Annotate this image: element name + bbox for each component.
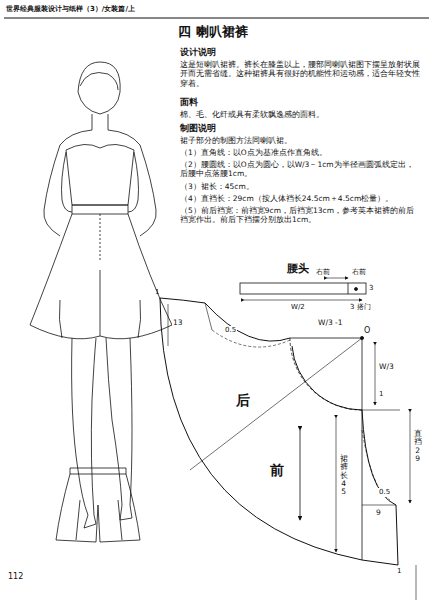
- dimension: W/3 -1: [318, 318, 343, 327]
- dimension: 0.5: [378, 488, 391, 497]
- dimension: 0.5: [224, 326, 237, 335]
- dimension: 1: [379, 390, 383, 399]
- dimension: 13: [172, 318, 184, 327]
- piece-name: 前: [270, 462, 284, 480]
- draft-text: 裙子部分的制图方法同喇叭裙。: [180, 136, 420, 145]
- dimension: W/3: [379, 362, 394, 371]
- dimension: 直裆29: [413, 430, 423, 463]
- running-header: 世界经典服装设计与纸样（3）/女装篇/上: [6, 5, 135, 14]
- dimension: 9: [376, 508, 381, 517]
- page-number: 112: [8, 572, 23, 582]
- draft-step: （3）裙长：45cm。: [180, 182, 420, 191]
- dimension: W/2: [290, 303, 306, 312]
- band-label: 右前: [352, 268, 366, 277]
- piece-name: 后: [236, 392, 250, 410]
- section-heading: 制图说明: [180, 123, 216, 134]
- point-label: O: [364, 326, 370, 336]
- page-title: 四 喇叭裙裤: [178, 24, 248, 40]
- draft-step: （5）前后裆宽：前裆宽9cm，后裆宽13cm，参考英本裙裤的前后裆宽作出。前后下…: [180, 206, 420, 225]
- band-label: 右前: [316, 268, 330, 277]
- design-text: 这是短喇叭裙裤。裤长在膝盖以上，腰部同喇叭裙图下摆呈放射状展开而无需省缝。这种裙…: [180, 60, 420, 88]
- part-name: 腰头: [287, 262, 309, 276]
- draft-step: （1）直角线：以O点为基准点作直角线。: [180, 148, 420, 157]
- dimension: 裙裤长45: [339, 455, 349, 496]
- dimension: 1: [397, 567, 401, 576]
- dimension: 3 搭门: [350, 303, 371, 312]
- section-heading: 面料: [180, 97, 198, 108]
- draft-step: （2）腰圆线：以O点为圆心，以W/3－1cm为半径画圆弧线定出，后腰中点落腰1c…: [180, 160, 420, 179]
- draft-step: （4）直裆长：29cm（按人体裆长24.5cm＋4.5cm松量）。: [180, 194, 420, 203]
- fabric-text: 棉、毛、化纤或具有柔软飘逸感的面料。: [180, 110, 420, 119]
- section-heading: 设计说明: [180, 47, 216, 58]
- dimension: 1: [155, 288, 159, 297]
- dimension: 3: [369, 284, 373, 293]
